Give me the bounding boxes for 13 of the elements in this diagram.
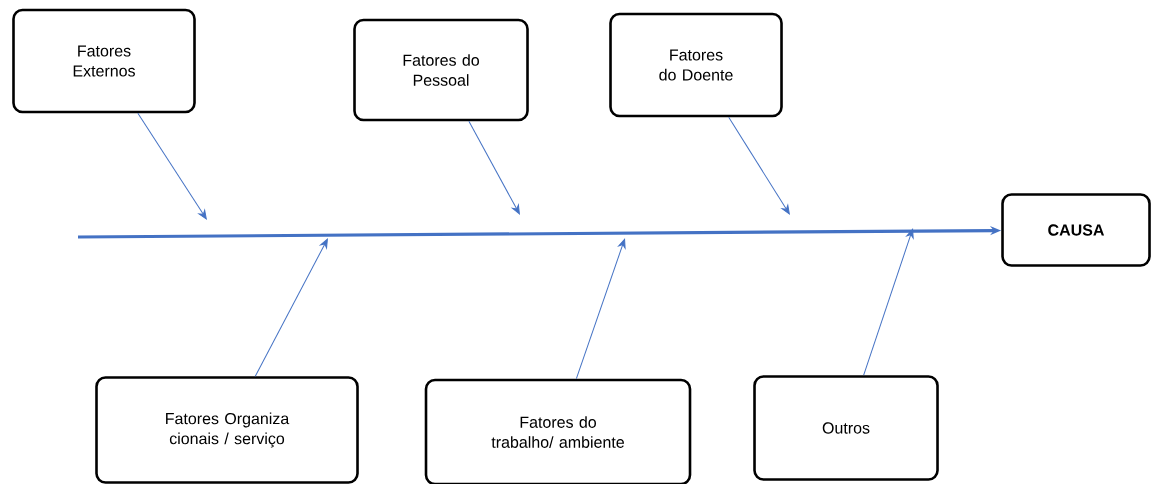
arrow (254, 238, 328, 377)
cause-box: Fatores do Pessoal (353, 18, 529, 122)
arrow (468, 120, 520, 215)
arrow (728, 116, 790, 215)
cause-box: Fatores do trabalho/ ambiente (424, 378, 692, 484)
cause-box: Fatores Externos (12, 8, 196, 114)
cause-box: Fatores Organiza cionais / serviço (95, 376, 359, 484)
arrow (863, 228, 914, 376)
arrow (575, 238, 626, 380)
cause-box: Outros (753, 375, 939, 481)
cause-box: Fatores do Doente (609, 12, 783, 118)
arrow (137, 112, 207, 220)
cause-box: CAUSA (1001, 193, 1151, 267)
